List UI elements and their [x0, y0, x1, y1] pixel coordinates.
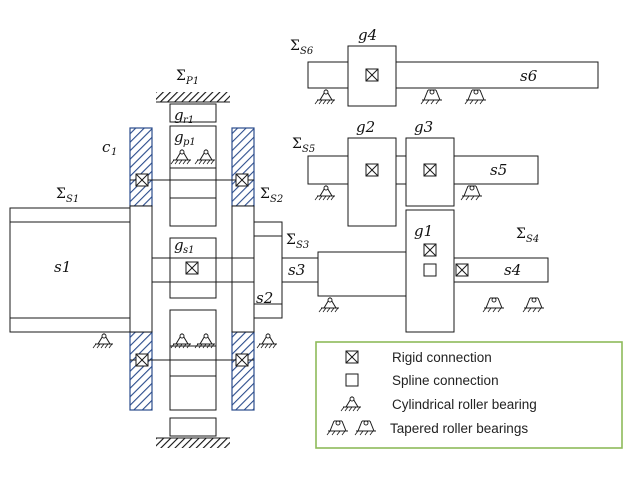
svg-text:g: g: [174, 236, 184, 254]
svg-text:r1: r1: [183, 115, 194, 126]
label-sigma-p1: Σ P1: [176, 68, 199, 87]
legend-spline-icon: [345, 373, 359, 387]
label-gs1: g s1: [174, 236, 195, 256]
svg-text:s1: s1: [183, 245, 195, 256]
svg-text:Σ: Σ: [290, 38, 300, 54]
ring-gear-top: [169, 103, 217, 123]
shaft-s2: [253, 221, 283, 319]
label-sigma-s2: Σ S2: [260, 186, 283, 205]
label-sigma-s3: Σ S3: [286, 232, 309, 251]
svg-text:Σ: Σ: [56, 186, 66, 202]
label-g3: g3: [414, 118, 433, 136]
label-s1: s1: [54, 258, 71, 276]
legend-tapered-label: Tapered roller bearings: [390, 421, 528, 436]
svg-text:Σ: Σ: [176, 68, 186, 84]
carrier-right-top: [231, 127, 255, 207]
sun-gear: [169, 237, 217, 299]
svg-text:S3: S3: [296, 240, 309, 251]
carrier-right-bottom: [231, 331, 255, 411]
svg-text:p1: p1: [183, 137, 196, 148]
svg-text:S5: S5: [302, 144, 315, 155]
svg-text:g: g: [174, 106, 184, 124]
svg-text:S1: S1: [66, 194, 79, 205]
label-c1: c 1: [102, 138, 117, 158]
label-gp1: g p1: [174, 128, 196, 148]
spline-connection: [423, 263, 437, 277]
label-sigma-s4: Σ S4: [516, 226, 539, 245]
label-g2: g2: [356, 118, 375, 136]
label-s5: s5: [490, 161, 507, 179]
svg-text:Σ: Σ: [292, 136, 302, 152]
carrier-left-top: [129, 127, 153, 207]
legend: Rigid connection Spline connection Cylin…: [315, 341, 623, 449]
svg-text:S6: S6: [300, 46, 314, 57]
gear-g2: [347, 137, 397, 227]
svg-text:Σ: Σ: [260, 186, 270, 202]
label-sigma-s6: Σ S6: [290, 38, 314, 57]
label-s2: s2: [256, 289, 273, 307]
legend-spline-label: Spline connection: [392, 373, 499, 388]
label-g1: g1: [414, 222, 433, 240]
svg-text:Σ: Σ: [286, 232, 296, 248]
label-s6: s6: [520, 67, 538, 85]
label-s3: s3: [288, 261, 305, 279]
svg-text:c: c: [102, 138, 111, 156]
label-sigma-s1: Σ S1: [56, 186, 79, 205]
planet-gear-top: [169, 125, 217, 227]
ground-bottom: [156, 438, 230, 448]
ground-top: [156, 92, 230, 102]
label-s4: s4: [504, 261, 521, 279]
svg-text:P1: P1: [185, 76, 199, 87]
svg-text:g: g: [174, 128, 184, 146]
legend-cylindrical-label: Cylindrical roller bearing: [392, 397, 537, 412]
svg-text:Σ: Σ: [516, 226, 526, 242]
legend-rigid-label: Rigid connection: [392, 350, 492, 365]
svg-text:1: 1: [111, 147, 117, 158]
label-gr1: g r1: [174, 106, 194, 126]
svg-text:S2: S2: [270, 194, 283, 205]
shaft-s1: [9, 207, 131, 333]
label-sigma-s5: Σ S5: [292, 136, 315, 155]
ring-gear-bottom: [169, 417, 217, 437]
carrier-left-bottom: [129, 331, 153, 411]
label-g4: g4: [358, 26, 377, 44]
svg-text:S4: S4: [526, 234, 539, 245]
